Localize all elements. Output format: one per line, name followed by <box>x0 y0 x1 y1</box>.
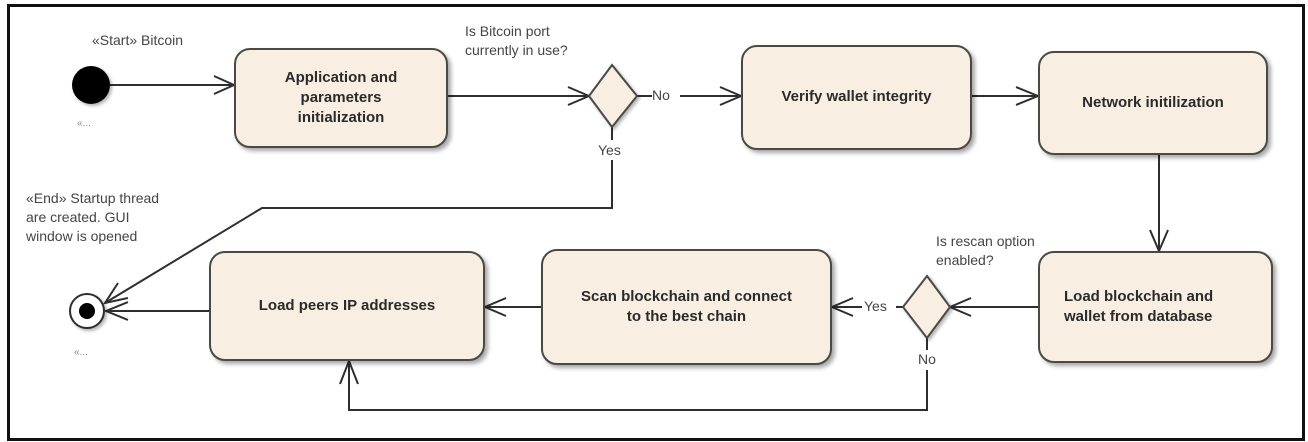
action-app-init: Application and parameters initializatio… <box>234 48 448 148</box>
edge-rescan-decision-no <box>348 338 928 411</box>
guard-rescan-no: No <box>918 351 936 367</box>
end-name-label: «... <box>74 347 88 358</box>
guard-port-no: No <box>652 87 670 103</box>
action-load-blockchain: Load blockchain and wallet from database <box>1038 251 1273 363</box>
decision-rescan <box>901 274 952 340</box>
action-network-init: Network initilization <box>1038 51 1268 155</box>
start-name-label: «... <box>77 118 91 129</box>
action-scan-blockchain: Scan blockchain and connect to the best … <box>541 249 832 365</box>
arrowhead <box>103 301 129 321</box>
action-verify-wallet: Verify wallet integrity <box>741 45 972 150</box>
action-load-peers: Load peers IP addresses <box>209 251 485 361</box>
initial-node <box>72 66 110 104</box>
guard-port-yes: Yes <box>598 142 621 158</box>
arrowhead <box>102 282 129 305</box>
decision-port-question: Is Bitcoin port currently in use? <box>465 23 568 58</box>
edge-port-decision-yes <box>104 127 613 304</box>
start-stereotype-label: «Start» Bitcoin <box>92 32 184 48</box>
end-stereotype-label: «End» Startup thread are created. GUI wi… <box>26 190 160 244</box>
guard-rescan-yes: Yes <box>864 298 887 314</box>
final-node-core <box>79 303 95 319</box>
arrowhead <box>339 358 359 385</box>
decision-rescan-question: Is rescan option enabled? <box>936 233 1035 268</box>
arrowhead <box>482 297 507 317</box>
arrowhead <box>829 297 854 317</box>
decision-port-in-use <box>587 63 639 129</box>
